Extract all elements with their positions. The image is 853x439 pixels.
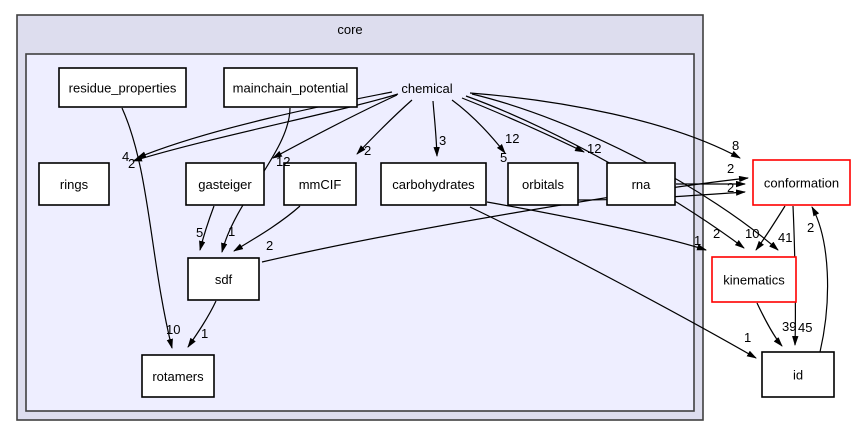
edge-chemical-to-conformation [469,92,741,159]
edge-count-label: 2 [713,226,720,241]
node-box-residue_properties[interactable] [58,67,187,108]
edge-kinematics-to-id [756,302,783,347]
node-box-mmCIF[interactable] [283,162,357,206]
edge-count-label: 39 [782,319,796,334]
node-label-residue_properties[interactable]: residue_properties [69,81,177,96]
edge-count-label: 2 [807,220,814,235]
node-box-orbitals[interactable] [507,162,579,206]
edge-chemical-to-rna [461,97,585,153]
node-label-gasteiger[interactable]: gasteiger [198,177,252,192]
edge-count-label: 1 [228,224,235,239]
edge-gasteiger-to-sdf [199,205,215,251]
edge-chemical-to-orbitals [451,99,506,154]
edge-chemical-to-gasteiger [272,94,398,159]
node-label-carbohydrates[interactable]: carbohydrates [392,177,475,192]
node-box-sdf[interactable] [187,257,260,301]
node-label-rna[interactable]: rna [632,177,652,192]
node-label-mmCIF[interactable]: mmCIF [299,177,342,192]
edge-count-label: 2 [266,238,273,253]
node-box-rna[interactable] [606,162,676,206]
edge-carbohydrates-to-kinematics [486,201,707,251]
edge-count-label: 12 [587,141,601,156]
edge-count-label: 2 [727,180,734,195]
edge-count-label: 12 [505,131,519,146]
edge-count-label: 8 [732,138,739,153]
edge-count-label: 10 [166,322,180,337]
node-box-id[interactable] [761,351,835,398]
edge-count-label: 1 [694,233,701,248]
edge-id-to-conformation [811,206,829,353]
edge-chemical-to-rings [136,91,393,159]
edge-count-label: 2 [364,143,371,158]
edge-chemical-to-carbohydrates [432,100,440,157]
node-box-conformation[interactable] [752,159,851,206]
cluster-box- [25,53,695,412]
node-label-chemical[interactable]: chemical [401,81,452,96]
node-box-gasteiger[interactable] [185,162,265,206]
node-label-mainchain_potential[interactable]: mainchain_potential [233,81,349,96]
edge-mmCIF-to-sdf [233,205,301,252]
edge-count-label: 3 [439,133,446,148]
node-label-sdf[interactable]: sdf [215,272,233,287]
edge-count-label: 5 [196,225,203,240]
node-box-rings[interactable] [38,162,110,206]
edge-count-label: 45 [798,320,812,335]
edge-chemical-to-mmCIF [356,99,413,155]
edge-count-label: 2 [727,161,734,176]
node-label-conformation[interactable]: conformation [764,176,839,191]
node-label-orbitals[interactable]: orbitals [522,177,564,192]
edge-count-label: 12 [276,154,290,169]
node-box-kinematics[interactable] [711,256,797,303]
edge-count-label: 41 [778,230,792,245]
edge-carbohydrates-to-id [469,206,757,359]
edge-chemical-to-rings [132,93,399,162]
node-layer: residue_properties mainchain_potential che… [38,67,851,398]
edge-residue_properties-to-rotamers [121,107,173,349]
node-label-kinematics[interactable]: kinematics [723,273,785,288]
edge-sdf-to-rotamers [187,300,217,348]
edge-count-label: 1 [201,326,208,341]
node-box-carbohydrates[interactable] [380,162,487,206]
edge-chemical-to-kinematics [471,93,779,251]
edge-count-label: 5 [500,150,507,165]
node-label-rings[interactable]: rings [60,177,89,192]
node-label-rotamers[interactable]: rotamers [152,369,204,384]
node-box-mainchain_potential[interactable] [223,67,358,108]
edge-count-label: 4 [122,149,129,164]
edge-count-label: 1 [744,330,751,345]
cluster-label-core: core [337,22,362,37]
node-box-rotamers[interactable] [141,354,215,398]
edge-count-label: 2 [128,156,135,171]
node-label-id[interactable]: id [793,368,803,383]
edge-count-label: 10 [745,226,759,241]
edge-conformation-to-kinematics [755,205,786,251]
